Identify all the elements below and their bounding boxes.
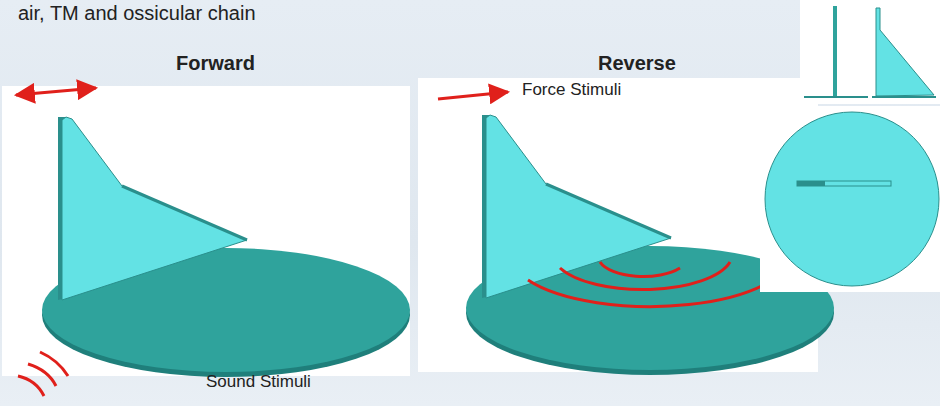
membrane-waves bbox=[528, 252, 790, 307]
top-view-disc bbox=[765, 112, 939, 286]
view-ground bbox=[760, 106, 940, 292]
panel-heading: Reverse bbox=[598, 52, 676, 75]
sound-waves bbox=[18, 352, 68, 396]
side-view-disc bbox=[804, 96, 868, 98]
panel-heading: Forward bbox=[176, 52, 255, 75]
plate-edge bbox=[122, 186, 247, 240]
ossicle-plate bbox=[486, 115, 671, 298]
ossicle-plate bbox=[62, 117, 247, 300]
force-arrow bbox=[438, 92, 508, 99]
front-view-plate bbox=[876, 8, 934, 96]
top-view-plate bbox=[797, 181, 891, 186]
plate-edge bbox=[546, 184, 671, 238]
vibration-arrow bbox=[16, 88, 96, 95]
side-view-plate bbox=[833, 6, 837, 96]
panel-ground bbox=[2, 86, 410, 376]
stimulus-label: Force Stimuli bbox=[522, 80, 621, 100]
slide-text: air, TM and ossicular chain bbox=[18, 2, 256, 25]
stimulus-label: Sound Stimuli bbox=[206, 372, 311, 392]
top-view-plate-edge bbox=[797, 181, 825, 186]
view-ground bbox=[800, 0, 940, 104]
